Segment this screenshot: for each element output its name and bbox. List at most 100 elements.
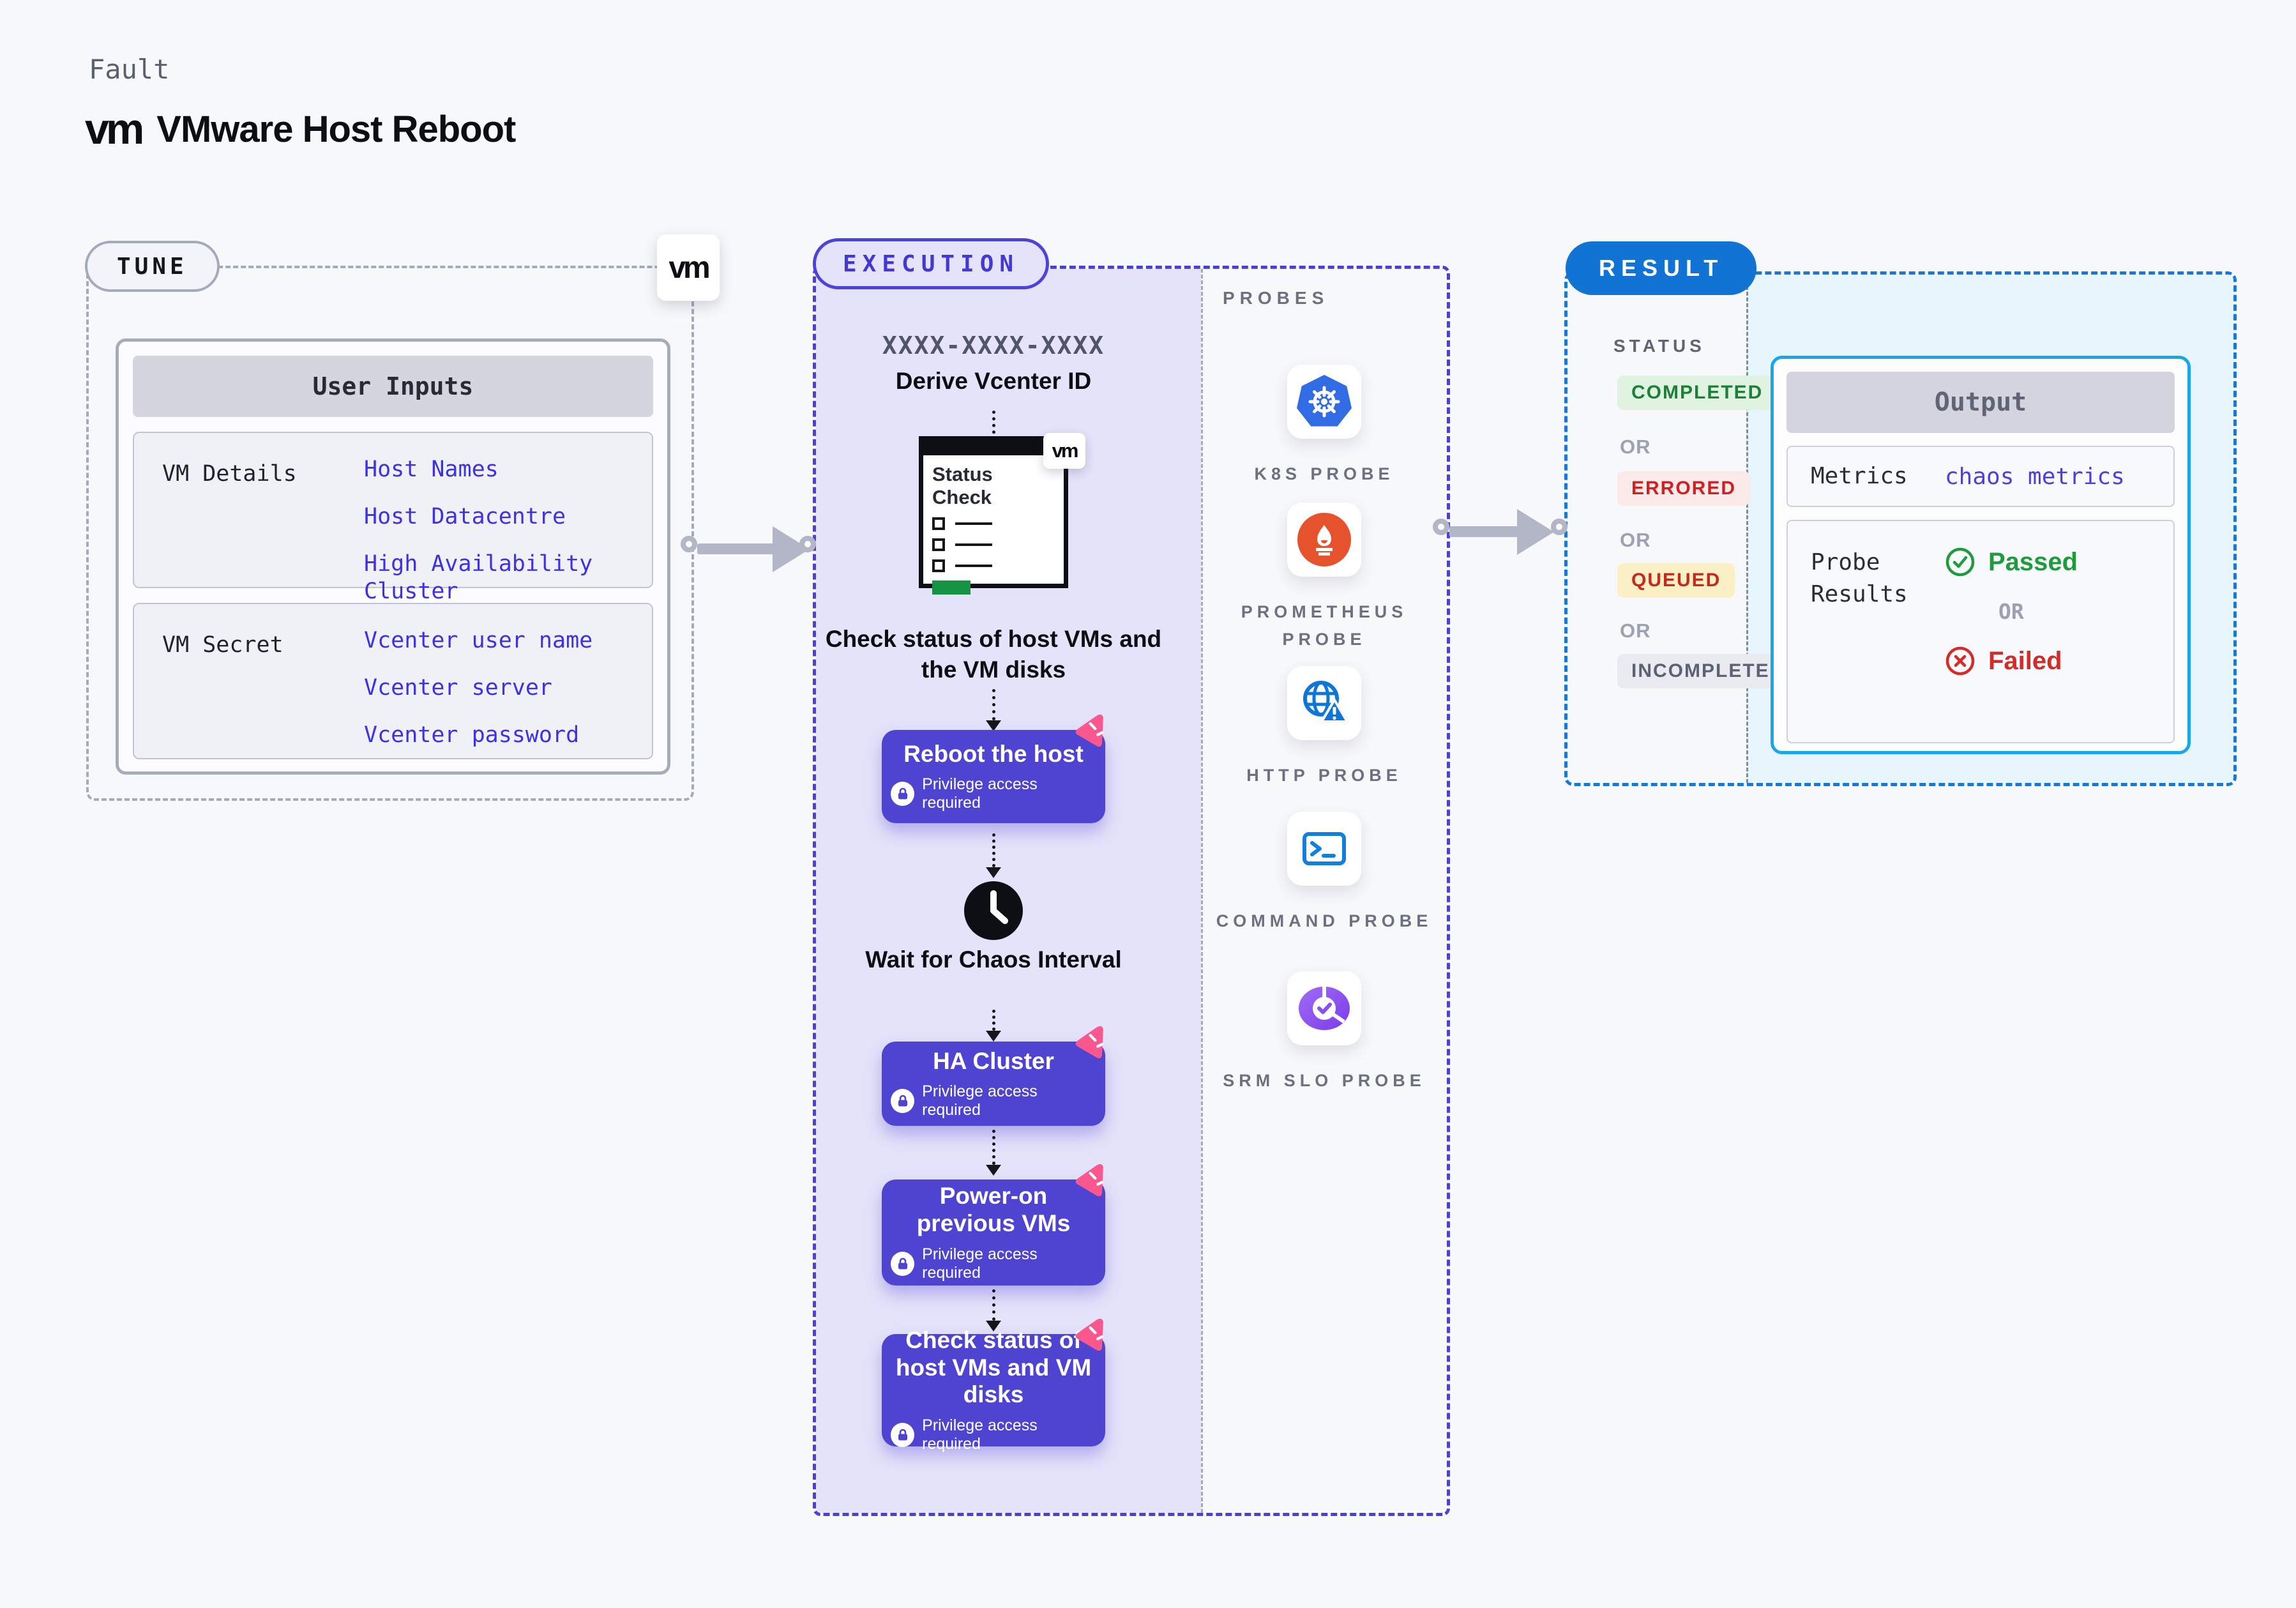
step-title: Reboot the host [903, 740, 1084, 767]
chaos-fault-icon [1075, 714, 1104, 747]
http-probe-label: HTTP PROBE [1246, 766, 1402, 785]
flow-arrow-3 [986, 833, 1001, 878]
link-high-availability-cluster[interactable]: High Availability Cluster [364, 550, 593, 605]
k8s-probe-card[interactable] [1287, 365, 1361, 439]
failed-label: Failed [1988, 646, 2062, 675]
command-probe-label: COMMAND PROBE [1216, 911, 1433, 930]
step-reboot-the-host[interactable]: Reboot the host Privilege access require… [882, 714, 1105, 823]
result-section: STATUS COMPLETED OR ERRORED OR QUEUED OR… [1564, 271, 2237, 786]
arrow-head [1517, 509, 1554, 555]
lock-icon [891, 1089, 915, 1114]
srm-slo-probe-card[interactable] [1287, 971, 1361, 1045]
step-ha-cluster[interactable]: HA Cluster Privilege access required [882, 1026, 1105, 1126]
privilege-note-text: Privilege access required [922, 1245, 1038, 1282]
flow-arrow-4 [986, 1010, 1001, 1042]
flow-arrow-2 [986, 689, 1001, 731]
vm-secret-row: VM Secret Vcenter user name Vcenter serv… [133, 603, 653, 759]
arrow-start-circle [1433, 519, 1449, 535]
vm-details-label: VM Details [162, 461, 297, 487]
text-line [955, 565, 992, 568]
page-title: VMware Host Reboot [156, 108, 516, 150]
check-circle-icon [1945, 547, 1975, 577]
chaos-fault-icon [1075, 1318, 1104, 1351]
step-check-status-host-vms[interactable]: Check status of host VMs and VM disks Pr… [882, 1318, 1105, 1453]
link-vcenter-password[interactable]: Vcenter password [364, 722, 580, 748]
vm-secret-links: Vcenter user name Vcenter server Vcenter… [364, 627, 593, 758]
flow-arrow-6 [986, 1289, 1001, 1331]
privilege-note: Privilege access required [891, 1082, 1096, 1119]
step-title: HA Cluster [933, 1047, 1054, 1074]
slo-donut-icon [1299, 985, 1350, 1030]
output-title: Output [1786, 372, 2175, 433]
status-check-vm-badge: vm [1043, 433, 1085, 469]
output-box: Output Metrics chaos metrics Probe Resul… [1771, 356, 2191, 754]
metrics-row: Metrics chaos metrics [1786, 446, 2175, 507]
vm-secret-label: VM Secret [162, 632, 283, 658]
probe-result-passed: Passed [1945, 547, 2078, 577]
status-badge-incompleted: INCOMPLETED [1617, 654, 1799, 688]
or-label: OR [1998, 599, 2024, 624]
lock-icon [891, 1422, 915, 1447]
terminal-icon [1303, 832, 1346, 865]
tune-pill: TUNE [85, 241, 220, 292]
step-title: Power-on previous VMs [916, 1183, 1071, 1236]
status-check-card: vm Status Check [919, 433, 1085, 595]
arrow-head [773, 526, 810, 572]
status-badge-queued: QUEUED [1617, 563, 1735, 598]
arrow-start-circle [681, 536, 697, 552]
derive-vcenter-id-label: Derive Vcenter ID [895, 368, 1092, 394]
link-host-datacentre[interactable]: Host Datacentre [364, 503, 566, 529]
text-line [955, 522, 992, 526]
text-line [955, 543, 992, 547]
status-column-title: STATUS [1613, 336, 1705, 356]
checkbox-icon [932, 517, 945, 531]
link-vcenter-user-name[interactable]: Vcenter user name [364, 628, 593, 653]
status-check-item [932, 538, 1055, 552]
execution-probes-divider [1201, 269, 1203, 1513]
wait-chaos-caption: Wait for Chaos Interval [865, 946, 1122, 973]
prometheus-probe-card[interactable] [1287, 503, 1361, 577]
probe-results-label: Probe Results [1811, 549, 1908, 608]
privilege-note-text: Privilege access required [922, 775, 1038, 812]
metrics-label: Metrics [1811, 462, 1908, 489]
passed-label: Passed [1988, 547, 2078, 576]
step-power-on-previous-vms[interactable]: Power-on previous VMs Privilege access r… [882, 1164, 1105, 1286]
fault-category-label: Fault [89, 54, 170, 85]
vmware-logo: vm [85, 105, 144, 153]
checkbox-icon [932, 538, 945, 552]
link-host-names[interactable]: Host Names [364, 457, 499, 482]
vm-details-row: VM Details Host Names Host Datacentre Hi… [133, 432, 653, 604]
check-status-caption: Check status of host VMs and the VM disk… [825, 626, 1162, 683]
link-vcenter-server[interactable]: Vcenter server [364, 674, 553, 701]
probe-results-row: Probe Results Passed OR Failed [1786, 520, 2175, 743]
prometheus-icon [1297, 513, 1351, 566]
vmware-badge: vm [657, 234, 720, 301]
flow-arrow-5 [986, 1130, 1001, 1176]
chaos-fault-icon [1075, 1164, 1104, 1197]
lock-icon [891, 1251, 915, 1276]
result-pill: RESULT [1566, 241, 1757, 295]
srm-slo-probe-label: SRM SLO PROBE [1223, 1071, 1426, 1090]
kubernetes-icon [1297, 375, 1352, 427]
probes-column-title: PROBES [1223, 288, 1329, 308]
user-inputs-box: User Inputs VM Details Host Names Host D… [116, 338, 670, 775]
status-check-green-button [932, 580, 971, 595]
privilege-note-text: Privilege access required [922, 1082, 1038, 1119]
privilege-note: Privilege access required [891, 1245, 1096, 1282]
or-label: OR [1620, 619, 1651, 642]
status-check-item [932, 517, 1055, 531]
result-divider [1746, 275, 1748, 783]
http-probe-card[interactable] [1287, 666, 1361, 740]
metrics-value[interactable]: chaos metrics [1945, 463, 2125, 490]
or-label: OR [1620, 529, 1651, 551]
tune-section [86, 266, 694, 801]
checkbox-icon [932, 559, 945, 573]
chaos-fault-icon [1075, 1026, 1104, 1059]
status-check-titlebar [923, 440, 1064, 455]
privilege-note: Privilege access required [891, 775, 1096, 812]
status-badge-completed: COMPLETED [1617, 375, 1778, 410]
arrow-bar [1449, 526, 1525, 537]
vcenter-id-placeholder: XXXX-XXXX-XXXX [882, 331, 1105, 360]
command-probe-card[interactable] [1287, 812, 1361, 886]
k8s-probe-label: K8S PROBE [1254, 464, 1394, 483]
